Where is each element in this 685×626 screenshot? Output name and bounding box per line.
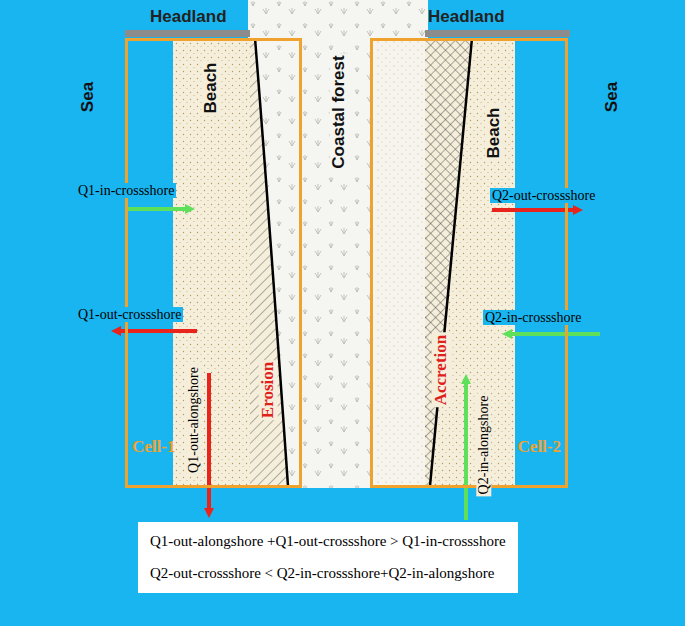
flux-label: Q1-in-crossshore — [76, 183, 176, 198]
sea-label: Sea — [79, 82, 98, 112]
sea-label: Sea — [603, 82, 622, 112]
cell-label: Cell-1 — [132, 437, 175, 457]
flux-label: Q1-out-alongshore — [186, 365, 201, 475]
flux-label: Q2-in-alongshore — [476, 394, 491, 497]
equation-box: Q1-out-alongshore +Q1-out-crossshore > Q… — [138, 522, 518, 593]
cell-box: Cell-2 — [370, 38, 568, 488]
forest-label: Coastal forest — [330, 53, 349, 170]
headland-label: Headland — [150, 8, 227, 27]
beach-label: Beach — [202, 60, 221, 115]
beach-label: Beach — [485, 105, 504, 160]
accretion-label: Accretion — [432, 333, 451, 408]
flux-label: Q2-in-crossshore — [483, 310, 583, 325]
cell-label: Cell-2 — [518, 437, 561, 457]
balance-equation: Q1-out-alongshore +Q1-out-crossshore > Q… — [150, 532, 506, 552]
balance-equation: Q2-out-crossshore < Q2-in-crossshore+Q2-… — [150, 564, 506, 584]
headland-label: Headland — [428, 8, 505, 27]
flux-label: Q2-out-crossshore — [490, 188, 597, 203]
erosion-label: Erosion — [259, 360, 278, 420]
flux-label: Q1-out-crossshore — [76, 307, 183, 322]
